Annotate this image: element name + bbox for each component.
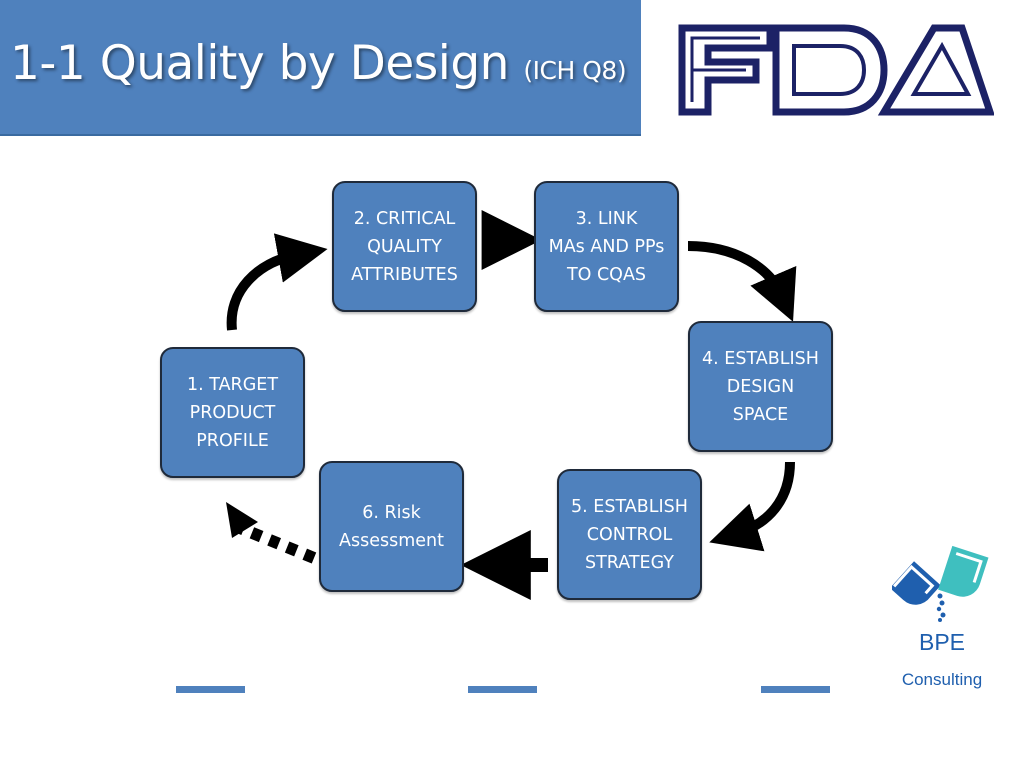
arrow-1-to-2 bbox=[226, 233, 328, 331]
step-label-6: 6. Risk Assessment bbox=[339, 502, 444, 551]
slide-title: 1-1 Quality by Design (ICH Q8) bbox=[10, 34, 627, 101]
title-banner: 1-1 Quality by Design (ICH Q8) bbox=[0, 0, 641, 136]
step-label-5: 5. ESTABLISH CONTROL STRATEGY bbox=[571, 496, 688, 573]
step-box-4: 4. ESTABLISH DESIGN SPACE bbox=[688, 321, 833, 452]
bpe-logo-name: BPE bbox=[918, 629, 966, 655]
bpe-logo-subtitle: Consulting bbox=[901, 670, 983, 689]
step-label-3: 3. LINK MAs AND PPs TO CQAS bbox=[548, 208, 665, 285]
footer-bar-right bbox=[761, 686, 830, 693]
arrow-6-to-1-head bbox=[226, 502, 258, 538]
capsule-icon bbox=[892, 545, 989, 622]
step-box-2: 2. CRITICAL QUALITY ATTRIBUTES bbox=[332, 181, 477, 312]
footer-bar-left bbox=[176, 686, 245, 693]
step-label-4: 4. ESTABLISH DESIGN SPACE bbox=[702, 348, 819, 425]
footer-bar-center bbox=[468, 686, 537, 693]
arrow-3-to-4 bbox=[687, 241, 797, 322]
slide-title-main: 1-1 Quality by Design bbox=[10, 36, 509, 91]
step-box-1: 1. TARGET PRODUCT PROFILE bbox=[160, 347, 305, 478]
step-label-2: 2. CRITICAL QUALITY ATTRIBUTES bbox=[351, 208, 458, 285]
arrow-4-to-5 bbox=[709, 461, 795, 552]
arrow-6-to-1-dashed bbox=[237, 522, 317, 564]
fda-logo bbox=[678, 24, 994, 116]
step-box-5: 5. ESTABLISH CONTROL STRATEGY bbox=[557, 469, 702, 600]
step-box-3: 3. LINK MAs AND PPs TO CQAS bbox=[534, 181, 679, 312]
step-box-6: 6. Risk Assessment bbox=[319, 461, 464, 592]
slide-title-suffix: (ICH Q8) bbox=[523, 56, 627, 85]
step-label-1: 1. TARGET PRODUCT PROFILE bbox=[186, 374, 279, 451]
